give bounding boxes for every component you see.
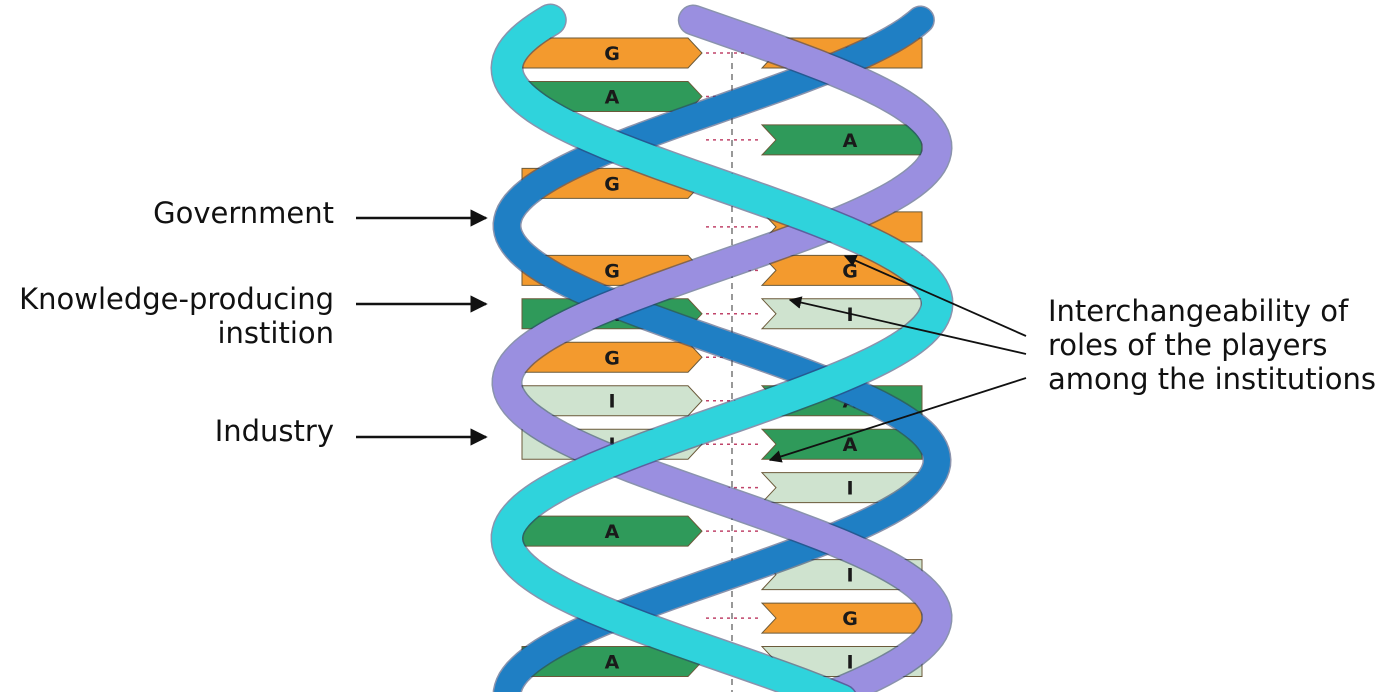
base-letter-right: I <box>846 565 853 587</box>
base-letter-left: G <box>604 43 620 65</box>
base-pair: A <box>706 125 922 155</box>
base-letter-left: G <box>604 173 620 195</box>
base-letter-right: A <box>843 130 858 152</box>
industry-label: Industry <box>215 414 334 448</box>
interchange-label-line-1: Interchangeability of <box>1048 294 1376 328</box>
interchangeability-label: Interchangeability of roles of the playe… <box>1048 294 1376 396</box>
base-pair: A <box>522 516 760 546</box>
government-label: Government <box>153 196 334 230</box>
base-letter-right: I <box>846 478 853 500</box>
base-letter-left: A <box>605 521 620 543</box>
interchange-label-line-3: among the institutions <box>1048 362 1376 396</box>
base-letter-right: G <box>842 260 858 282</box>
base-letter-right: G <box>842 608 858 630</box>
base-letter-left: I <box>608 391 615 413</box>
base-letter-left: G <box>604 347 620 369</box>
interchange-label-line-2: roles of the players <box>1048 328 1376 362</box>
knowledge-label-line-2: instition <box>19 316 334 350</box>
base-letter-right: A <box>843 434 858 456</box>
base-letter-left: G <box>604 260 620 282</box>
knowledge-label-line-1: Knowledge-producing <box>19 282 334 316</box>
knowledge-institution-label: Knowledge-producing instition <box>19 282 334 350</box>
base-letter-left: A <box>605 652 620 674</box>
base-letter-left: A <box>605 86 620 108</box>
base-pair: G <box>706 603 922 633</box>
